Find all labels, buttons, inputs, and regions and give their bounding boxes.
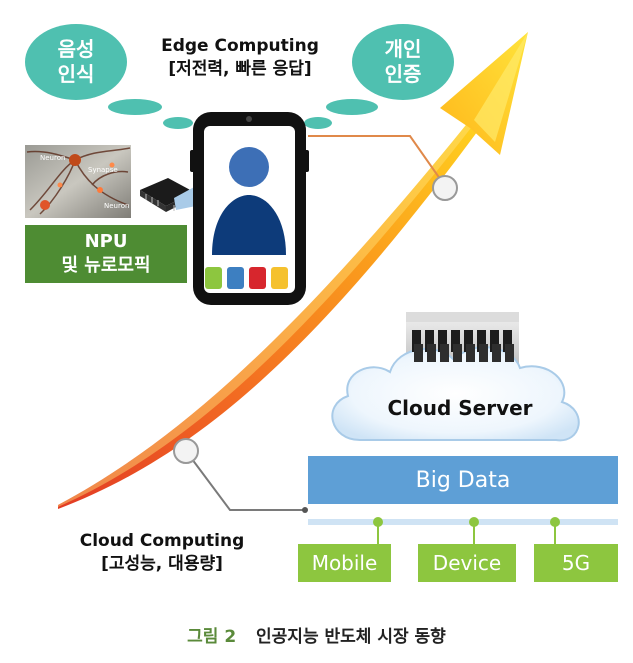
tag-5g: 5G <box>534 544 618 582</box>
npu-line2: 및 뉴로모픽 <box>61 255 151 276</box>
edge-computing-title: Edge Computing [저전력, 빠른 응답] <box>140 35 340 81</box>
server-rack <box>427 344 436 362</box>
thought-dot-left-small <box>163 117 193 129</box>
server-rack <box>414 344 423 362</box>
cloud-computing-title-text: Cloud Computing <box>79 531 245 551</box>
edge-connector-line <box>308 135 446 187</box>
tag-mobile: Mobile <box>298 544 391 582</box>
app-tile <box>271 267 288 289</box>
bigdata-connector-bar <box>308 519 618 525</box>
edge-title-text: Edge Computing <box>161 36 319 56</box>
server-rack <box>425 330 434 352</box>
figure-title: 인공지능 반도체 시장 동향 <box>256 627 446 647</box>
server-racks <box>412 330 514 362</box>
user-body-icon <box>212 195 286 255</box>
server-rack <box>479 344 488 362</box>
edge-node <box>432 175 458 201</box>
thought-dot-right-small <box>304 117 332 129</box>
voice-recognition-bubble: 음성 인식 <box>25 24 127 100</box>
cloud-server-label: Cloud Server <box>387 396 533 420</box>
server-rack <box>466 344 475 362</box>
app-tile <box>227 267 244 289</box>
figure-caption: 그림 2 인공지능 반도체 시장 동향 <box>0 622 633 647</box>
thought-dot-right-large <box>326 99 378 115</box>
server-rack <box>492 344 501 362</box>
arrow-head <box>440 32 528 155</box>
user-head-icon <box>229 147 269 187</box>
server-rack <box>451 330 460 352</box>
server-rack <box>412 330 421 352</box>
thought-dot-left-large <box>108 99 162 115</box>
app-tile <box>205 267 222 289</box>
personal-auth-bubble: 개인 인증 <box>352 24 454 100</box>
server-rack <box>505 344 514 362</box>
bigdata-bar: Big Data <box>308 456 618 504</box>
server-rack <box>477 330 486 352</box>
smartphone <box>190 112 309 305</box>
cloud-connector-line <box>185 450 304 511</box>
neuron-label-1: Neuron <box>40 154 66 162</box>
npu-line1: NPU <box>84 231 128 252</box>
app-tile <box>249 267 266 289</box>
neuron-label-2: Neuron <box>104 202 130 210</box>
tag-device: Device <box>418 544 516 582</box>
cloud-computing-subtitle-text: [고성능, 대용량] <box>101 554 223 574</box>
synapse-label: Synapse <box>88 166 118 174</box>
figure-number: 그림 2 <box>187 627 237 647</box>
server-rack <box>490 330 499 352</box>
cloud-node <box>173 438 199 464</box>
server-rack <box>464 330 473 352</box>
neuron-image <box>25 145 131 218</box>
server-rack <box>440 344 449 362</box>
npu-box: NPU 및 뉴로모픽 <box>25 225 187 283</box>
cloud-computing-title: Cloud Computing [고성능, 대용량] <box>62 530 262 576</box>
server-rack <box>438 330 447 352</box>
server-rack <box>453 344 462 362</box>
edge-subtitle-text: [저전력, 빠른 응답] <box>168 59 312 79</box>
server-rack <box>503 330 512 352</box>
